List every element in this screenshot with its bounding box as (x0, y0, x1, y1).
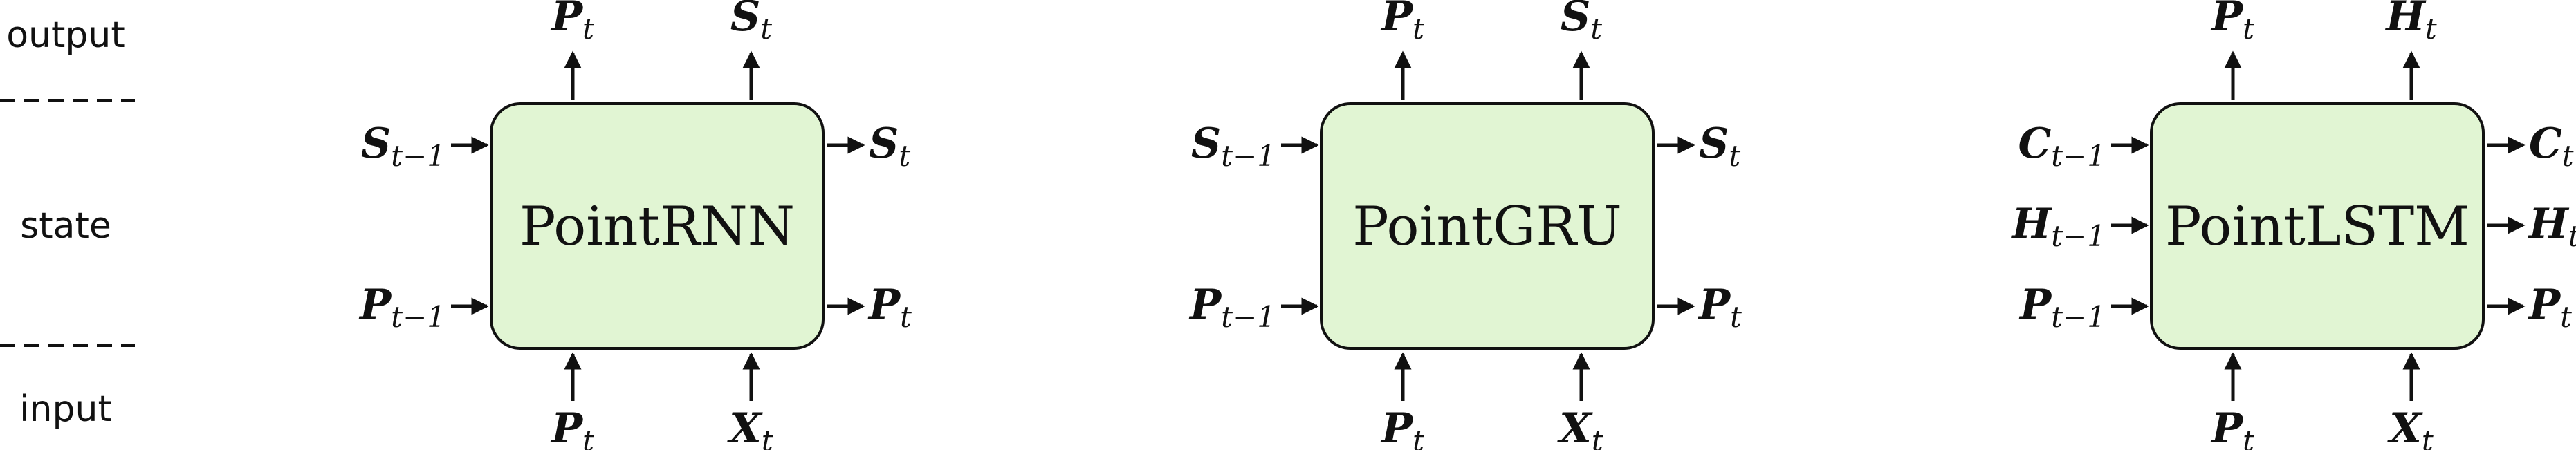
cell-pointgru-bottom-label-1: Xt (1556, 404, 1603, 450)
cell-pointgru-box (1320, 102, 1655, 350)
cell-pointgru-bottom-label-0-subscript: t (1413, 424, 1424, 450)
cell-pointrnn-left-label-1: Pt−1 (358, 281, 445, 334)
cell-pointrnn-bottom-label-0-subscript: t (582, 424, 594, 450)
cell-pointgru-top-label-0-subscript: t (1413, 12, 1424, 46)
cell-pointrnn-top-label-1-subscript: t (760, 12, 772, 46)
cell-pointrnn-right-label-0: St (869, 120, 910, 173)
cell-pointrnn-left-label-0-symbol: S (361, 120, 391, 168)
cell-pointlstm-bottom-label-1: Xt (2386, 404, 2434, 450)
side-label-input: input (19, 388, 112, 430)
cell-pointgru-right-label-1-subscript: t (1730, 300, 1742, 334)
cell-pointlstm-bottom-label-1-subscript: t (2422, 424, 2434, 450)
cell-pointgru-name: PointGRU (1352, 196, 1622, 258)
cell-pointrnn-bottom-label-0: Pt (550, 404, 594, 450)
cell-pointgru-right-label-1-symbol: P (1698, 281, 1731, 329)
cell-pointlstm-right-label-0-symbol: C (2529, 120, 2562, 168)
cell-pointrnn-box (490, 102, 825, 350)
cell-pointgru-bottom-label-0: Pt (1380, 404, 1424, 450)
cell-pointrnn-right-label-0-subscript: t (899, 139, 910, 173)
cell-pointlstm-bottom-label-0-symbol: P (2210, 404, 2244, 450)
cell-pointgru-right-label-0-symbol: S (1699, 120, 1729, 168)
cell-pointlstm-left-label-1-symbol: H (2011, 200, 2053, 248)
cell-pointlstm-top-label-0-symbol: P (2210, 0, 2244, 41)
cell-pointgru-top-label-0: Pt (1380, 0, 1424, 46)
cell-pointrnn-name: PointRNN (519, 196, 795, 258)
cell-pointgru-bottom-label-1-subscript: t (1592, 424, 1603, 450)
cell-pointlstm-top-label-1-subscript: t (2425, 12, 2437, 46)
cell-pointlstm-left-label-2: Pt−1 (2018, 281, 2106, 334)
cell-pointgru-bottom-label-0-symbol: P (1380, 404, 1414, 450)
cell-pointlstm-top-label-1-symbol: H (2384, 0, 2427, 41)
cell-pointrnn-top-label-1-symbol: S (730, 0, 760, 41)
cell-pointgru-left-label-1-symbol: P (1188, 281, 1222, 329)
cell-pointgru-top-label-1: St (1561, 0, 1602, 46)
cell-pointgru-left-label-1-subscript: t−1 (1221, 300, 1276, 334)
cell-pointlstm-right-label-1-symbol: H (2528, 200, 2570, 248)
side-label-output: output (6, 15, 125, 56)
cell-pointrnn-top-label-0: Pt (550, 0, 594, 46)
cell-pointgru-right-label-1: Pt (1698, 281, 1742, 334)
cell-pointlstm-right-label-1-subscript: t (2568, 219, 2576, 253)
cell-pointrnn-top-label-1: St (730, 0, 772, 46)
cell-pointgru-top-label-0-symbol: P (1380, 0, 1414, 41)
cell-pointrnn-top-label-0-subscript: t (582, 12, 594, 46)
cell-pointlstm-box (2150, 102, 2485, 350)
cell-pointgru-right-label-0-subscript: t (1729, 139, 1740, 173)
cell-pointgru-right-label-0: St (1699, 120, 1740, 173)
cell-pointlstm-bottom-label-1-symbol: X (2386, 404, 2423, 450)
cell-pointrnn-left-label-0: St−1 (361, 120, 445, 173)
cell-pointrnn-left-label-1-symbol: P (358, 281, 392, 329)
cell-pointgru-top-label-1-subscript: t (1590, 12, 1602, 46)
cell-pointgru-left-label-0-subscript: t−1 (1221, 139, 1276, 173)
cell-pointrnn-top-label-0-symbol: P (550, 0, 584, 41)
cell-pointlstm-left-label-0-symbol: C (2018, 120, 2051, 168)
cell-pointlstm-right-label-0: Ct (2529, 120, 2574, 173)
cell-pointgru-bottom-label-1-symbol: X (1556, 404, 1593, 450)
cell-pointlstm-right-label-2: Pt (2528, 281, 2572, 334)
cell-pointlstm-top-label-1: Ht (2384, 0, 2437, 46)
cell-pointlstm-bottom-label-0-subscript: t (2243, 424, 2254, 450)
cell-pointrnn-right-label-0-symbol: S (869, 120, 899, 168)
cell-pointlstm-left-label-1: Ht−1 (2011, 200, 2106, 253)
cell-pointlstm-right-label-1: Ht (2528, 200, 2576, 253)
cell-pointrnn-right-label-1-subscript: t (900, 300, 912, 334)
cell-pointgru-left-label-1: Pt−1 (1188, 281, 1276, 334)
cell-pointrnn-bottom-label-1-subscript: t (762, 424, 773, 450)
cell-pointlstm-name: PointLSTM (2165, 196, 2469, 258)
side-label-state: state (20, 205, 111, 247)
cell-pointrnn-bottom-label-1-symbol: X (726, 404, 763, 450)
cell-pointlstm-left-label-1-subscript: t−1 (2051, 219, 2106, 253)
cell-pointgru-left-label-0-symbol: S (1191, 120, 1221, 168)
cell-pointrnn-left-label-0-subscript: t−1 (391, 139, 445, 173)
cell-pointrnn-bottom-label-0-symbol: P (550, 404, 584, 450)
cell-pointgru-top-label-1-symbol: S (1561, 0, 1590, 41)
cell-pointrnn-right-label-1-symbol: P (867, 281, 901, 329)
cell-pointlstm-right-label-2-subscript: t (2560, 300, 2572, 334)
cell-pointlstm-left-label-2-symbol: P (2018, 281, 2052, 329)
cell-pointlstm-right-label-2-symbol: P (2528, 281, 2561, 329)
cell-pointlstm-left-label-0-subscript: t−1 (2051, 139, 2106, 173)
cell-pointlstm-left-label-2-subscript: t−1 (2051, 300, 2106, 334)
cell-pointlstm-top-label-0-subscript: t (2243, 12, 2254, 46)
cell-pointrnn-left-label-1-subscript: t−1 (391, 300, 445, 334)
cell-pointlstm-bottom-label-0: Pt (2210, 404, 2254, 450)
cell-pointlstm-left-label-0: Ct−1 (2018, 120, 2106, 173)
cell-pointgru-left-label-0: St−1 (1191, 120, 1276, 173)
cell-pointrnn-right-label-1: Pt (867, 281, 912, 334)
cell-pointlstm-top-label-0: Pt (2210, 0, 2254, 46)
cell-pointlstm-right-label-0-subscript: t (2562, 139, 2574, 173)
cell-pointrnn-bottom-label-1: Xt (726, 404, 773, 450)
